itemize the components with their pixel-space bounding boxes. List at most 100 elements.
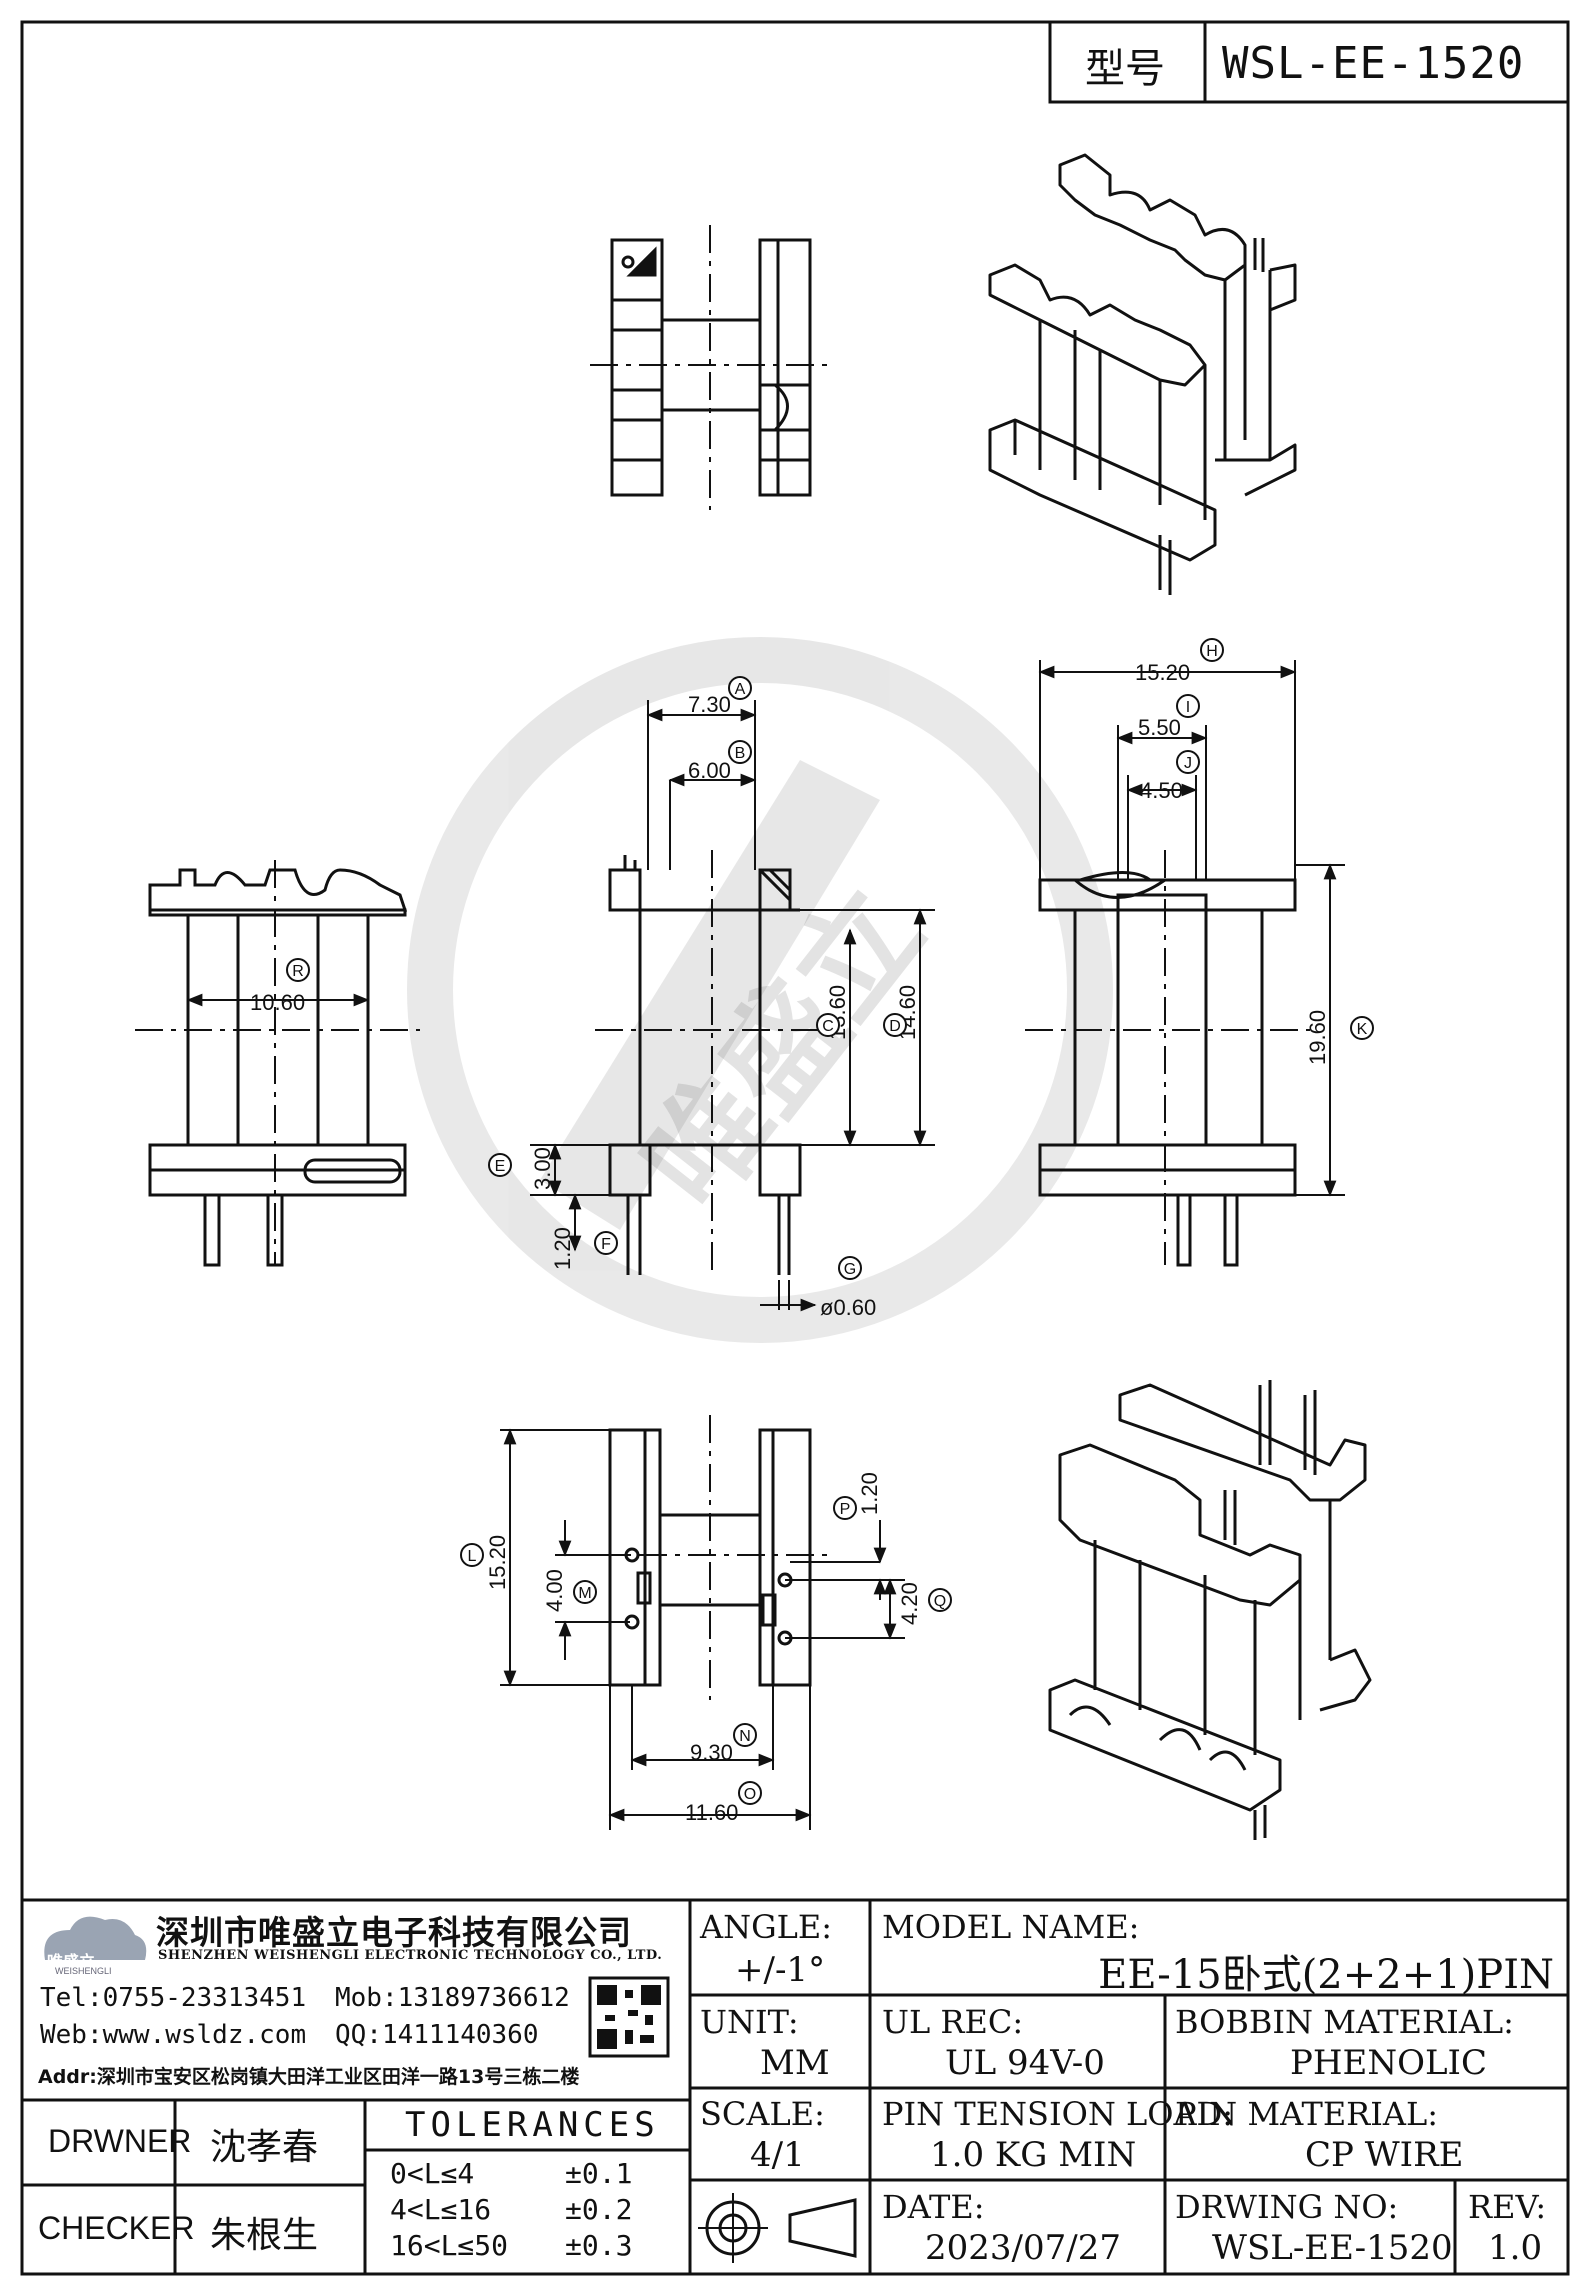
dim-i-value: 5.50 <box>1138 715 1181 740</box>
checker-label: CHECKER <box>38 2210 195 2246</box>
dim-tag-circle <box>1350 1016 1374 1040</box>
company-tel: Tel:0755-23313451 <box>40 1983 307 2013</box>
pin-tension-label: PIN TENSION LOAD: <box>882 2095 1234 2133</box>
dim-tag-circle <box>816 1013 840 1037</box>
dim-tag-circle <box>573 1580 597 1604</box>
tolerance-range-2: 4<L≤16 <box>390 2193 492 2226</box>
dim-tag-letter: L <box>468 1548 477 1565</box>
company-name-cn: 深圳市唯盛立电子科技有限公司 <box>156 1913 632 1952</box>
dim-g-value: ø0.60 <box>820 1295 876 1320</box>
dim-tag-letter: I <box>1186 699 1190 716</box>
dim-tag-r: R <box>286 958 310 982</box>
dim-k-value: 19.60 <box>1305 1010 1330 1065</box>
front-view <box>530 700 935 1312</box>
dim-e-value: 3.00 <box>530 1147 555 1190</box>
dim-tag-d: D <box>883 1013 907 1037</box>
dim-j-value: 4.50 <box>1140 778 1183 803</box>
right-view <box>1025 660 1345 1267</box>
dim-tag-letter: K <box>1357 1021 1368 1038</box>
isometric-view-bottom <box>1048 1380 1372 1840</box>
outer-border <box>20 20 1570 2276</box>
dim-tag-o: O <box>738 1781 762 1805</box>
company-mob: Mob:13189736612 <box>335 1983 570 2013</box>
company-logo-sub: WEISHENGLI <box>55 1966 112 1976</box>
tolerance-range-3: 16<L≤50 <box>390 2229 509 2262</box>
dim-tag-letter: P <box>840 1501 851 1518</box>
dim-tag-e: E <box>488 1153 512 1177</box>
dim-tag-circle <box>928 1588 952 1612</box>
angle-label: ANGLE: <box>700 1908 833 1946</box>
header-label: 型号 <box>1085 46 1165 92</box>
left-view <box>135 860 420 1267</box>
dim-tag-letter: M <box>578 1585 591 1602</box>
dim-tag-h: H <box>1200 638 1224 662</box>
checker-value: 朱根生 <box>210 2215 319 2256</box>
dim-tag-circle <box>488 1153 512 1177</box>
dim-tag-letter: Q <box>934 1593 946 1610</box>
bobbin-material-value: PHENOLIC <box>1290 2043 1487 2083</box>
ul-rec-value: UL 94V-0 <box>945 2043 1105 2083</box>
dim-b-value: 6.00 <box>688 758 731 783</box>
dim-tag-c: C <box>816 1013 840 1037</box>
company-logo-icon <box>44 1916 147 1960</box>
dim-tag-letter: N <box>739 1728 751 1745</box>
dim-tag-i: I <box>1176 694 1200 718</box>
angle-value: +/-1° <box>735 1950 826 1990</box>
dim-tag-circle <box>286 958 310 982</box>
dim-tag-b: B <box>728 740 752 764</box>
company-qq: QQ:1411140360 <box>335 2020 539 2050</box>
dim-tag-circle <box>594 1231 618 1255</box>
dim-tag-circle <box>1176 694 1200 718</box>
drawner-value: 沈孝春 <box>210 2127 319 2168</box>
header-box <box>1048 20 1570 104</box>
dim-tag-circle <box>733 1723 757 1747</box>
dim-tag-circle <box>838 1256 862 1280</box>
dim-tag-f: F <box>594 1231 618 1255</box>
dim-tag-circle <box>883 1013 907 1037</box>
ul-rec-label: UL REC: <box>882 2003 1024 2041</box>
dim-tag-circle <box>460 1543 484 1567</box>
top-view <box>590 225 830 510</box>
dim-tag-g: G <box>838 1256 862 1280</box>
dim-tag-letter: F <box>601 1236 611 1253</box>
dim-tag-letter: B <box>735 745 746 762</box>
date-value: 2023/07/27 <box>925 2228 1121 2268</box>
dim-tag-letter: E <box>495 1158 506 1175</box>
dim-tag-circle <box>1200 638 1224 662</box>
dim-o-value: 11.60 <box>685 1800 738 1825</box>
dim-tag-circle <box>728 740 752 764</box>
dim-tag-k: K <box>1350 1016 1374 1040</box>
dim-tag-letter: H <box>1206 643 1218 660</box>
watermark-logo <box>407 637 1113 1343</box>
dim-tag-q: Q <box>928 1588 952 1612</box>
dim-tag-letter: C <box>822 1018 834 1035</box>
company-web: Web:www.wsldz.com <box>40 2020 307 2050</box>
bobbin-material-label: BOBBIN MATERIAL: <box>1175 2003 1514 2041</box>
tolerance-value-2: ±0.2 <box>565 2193 633 2226</box>
isometric-view-top <box>988 153 1297 595</box>
tolerances-label: TOLERANCES <box>405 2105 660 2145</box>
dimension-labels: 7.30 6.00 13.60 14.60 3.00 1.20 ø0.60 10… <box>250 660 1330 1825</box>
title-block-grid <box>22 1898 1568 2274</box>
dim-tag-n: N <box>733 1723 757 1747</box>
rev-value: 1.0 <box>1488 2228 1543 2268</box>
date-label: DATE: <box>882 2188 985 2226</box>
dim-tag-a: A <box>728 676 752 700</box>
dim-h-value: 15.20 <box>1135 660 1190 685</box>
qr-code-icon <box>588 1976 670 2058</box>
model-name-value: EE-15卧式(2+2+1)PIN <box>1098 1952 1554 1998</box>
bottom-view <box>500 1415 905 1830</box>
rev-label: REV: <box>1468 2188 1547 2226</box>
dimension-tags: A B C D E F G R H I J K L M N O P Q <box>286 638 1374 1805</box>
dim-f-value: 1.20 <box>550 1227 575 1270</box>
pin-tension-value: 1.0 KG MIN <box>930 2135 1137 2175</box>
unit-value: MM <box>760 2043 830 2083</box>
dim-tag-circle <box>833 1496 857 1520</box>
company-name-en: SHENZHEN WEISHENGLI ELECTRONIC TECHNOLOG… <box>158 1948 663 1963</box>
tolerance-range-1: 0<L≤4 <box>390 2157 475 2190</box>
company-addr: Addr:深圳市宝安区松岗镇大田洋工业区田洋一路13号三栋二楼 <box>38 2066 580 2088</box>
unit-label: UNIT: <box>700 2003 799 2041</box>
dim-tag-circle <box>1176 750 1200 774</box>
